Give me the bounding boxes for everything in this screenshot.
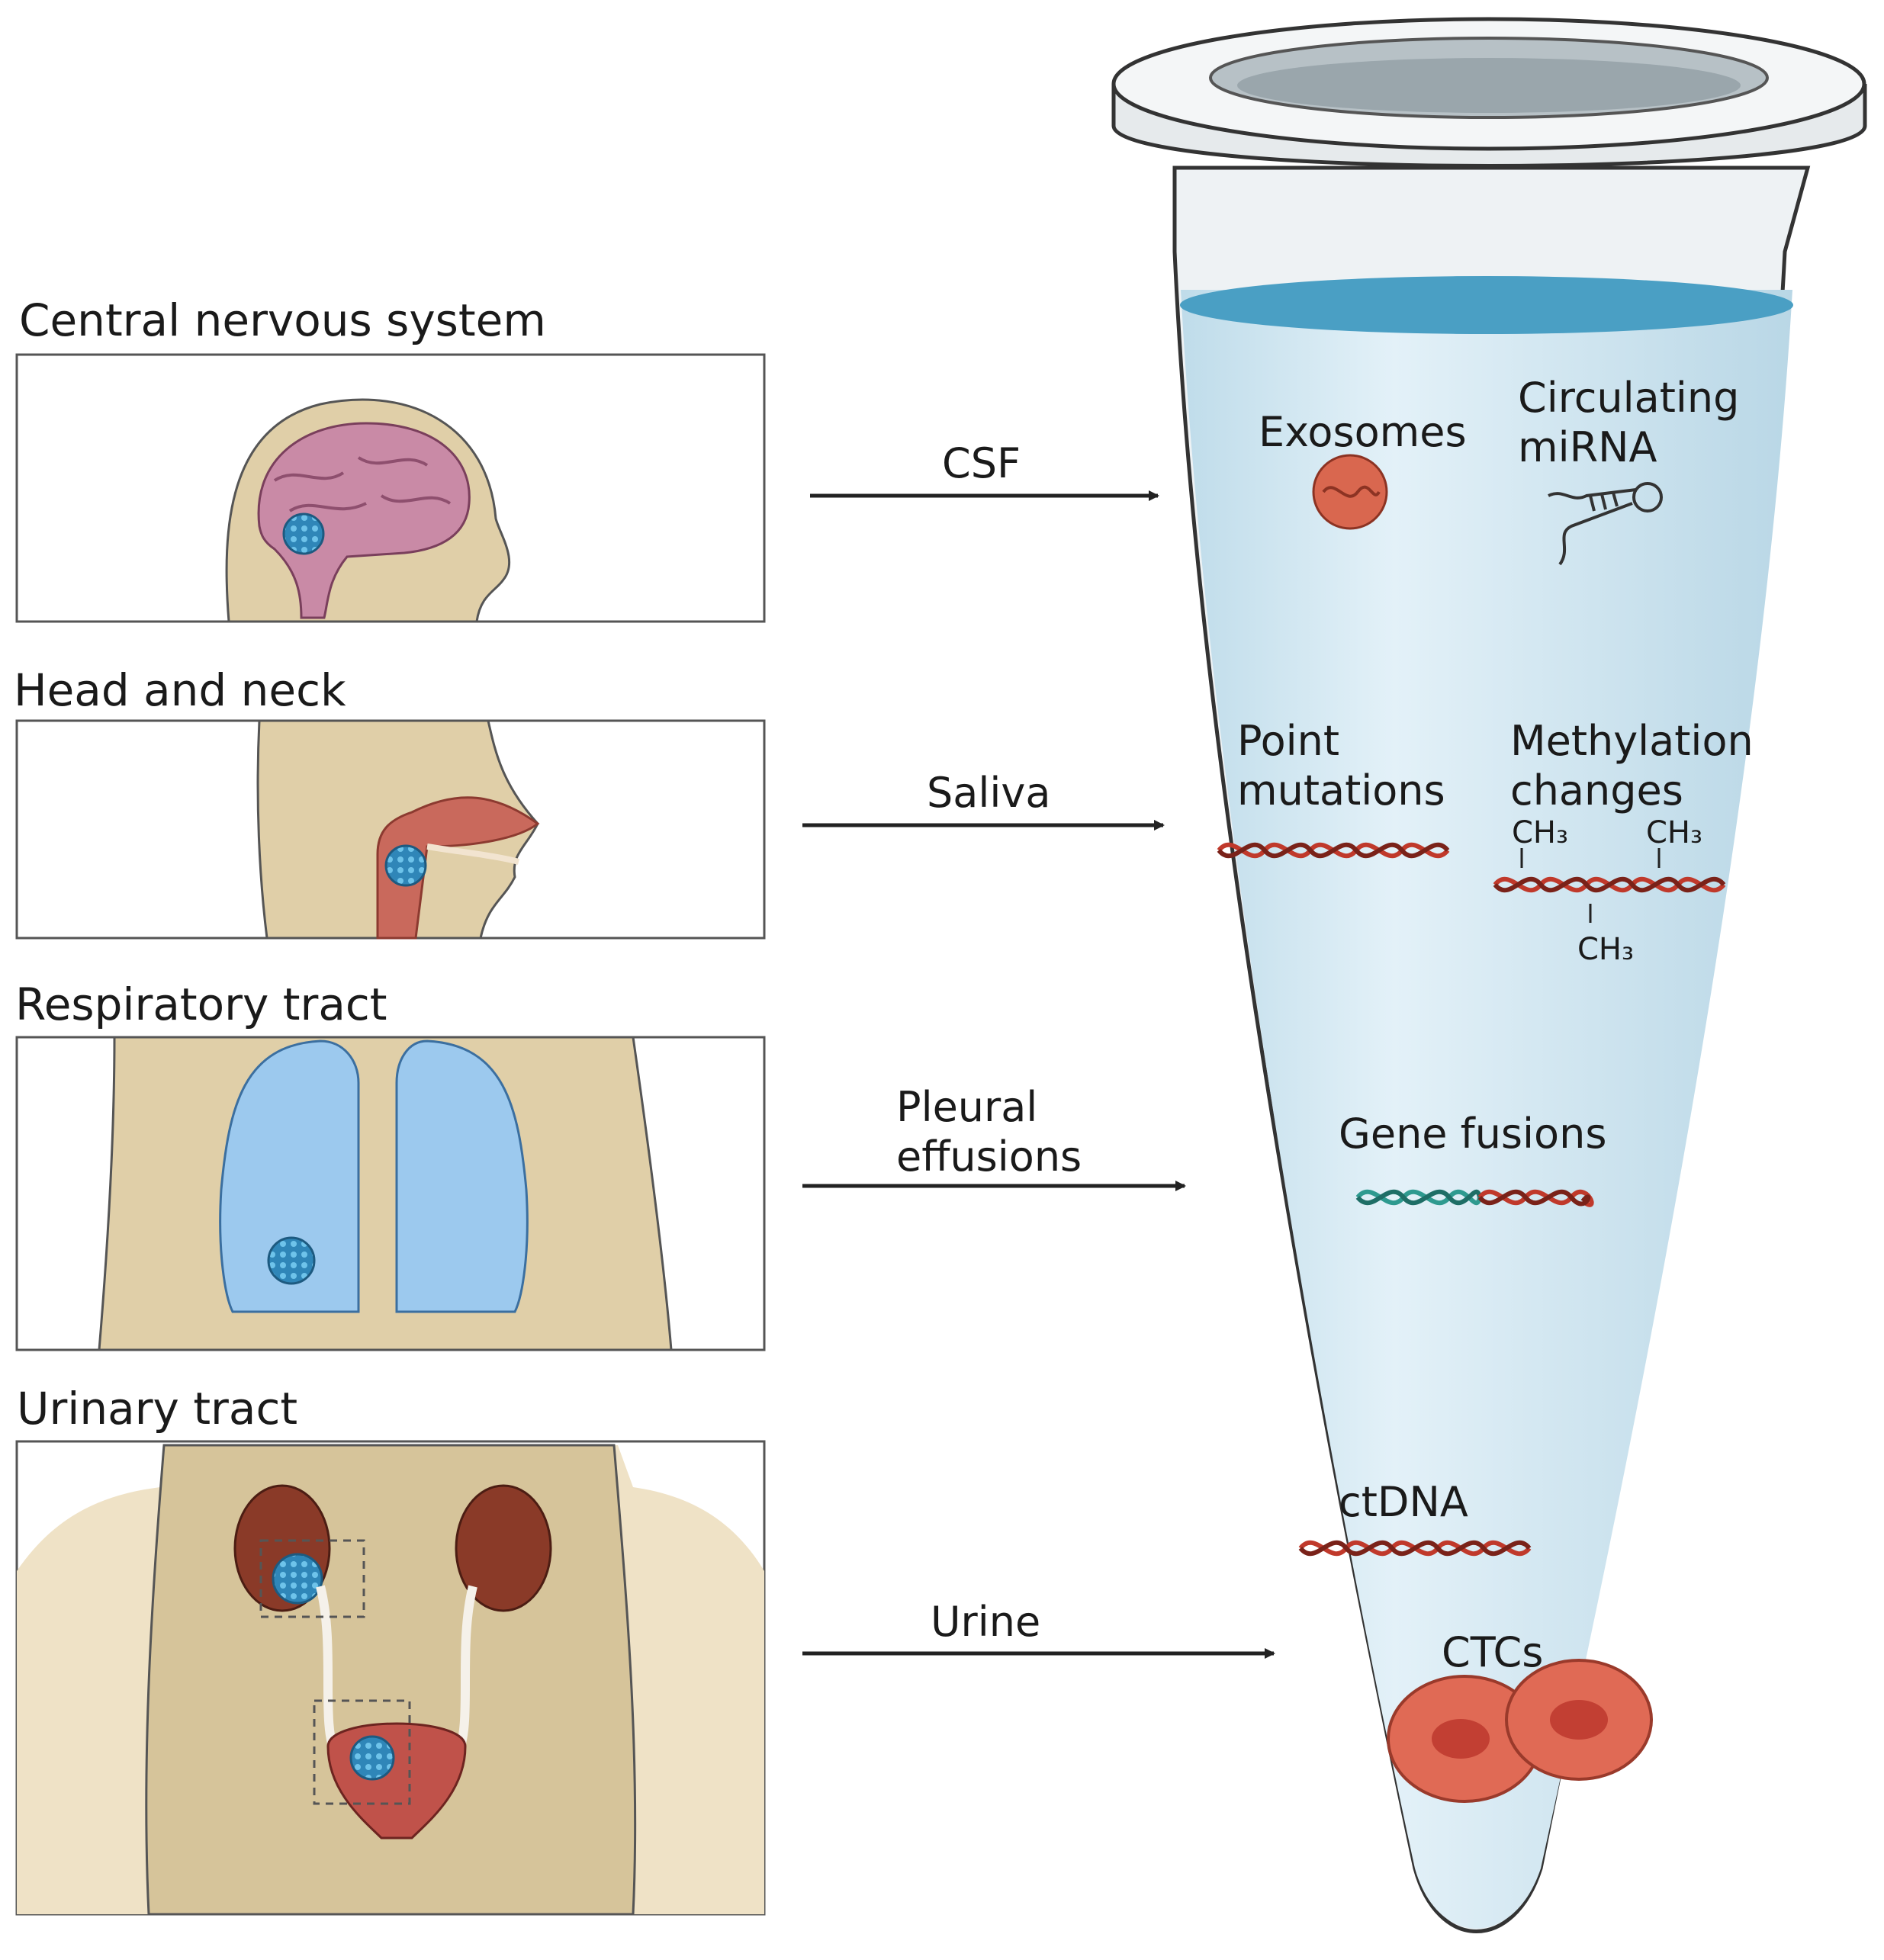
left-lung-icon xyxy=(219,1039,360,1313)
mirna-label-line2: miRNA xyxy=(1518,423,1657,471)
point-mutations-label-line1: Point xyxy=(1237,717,1339,765)
ch3-label-1: CH₃ xyxy=(1512,815,1568,850)
point-mutations-label-line2: mutations xyxy=(1237,766,1445,815)
urinary-heading: Urinary tract xyxy=(17,1383,297,1435)
gene-fusion-dna-icon xyxy=(1355,1189,1594,1207)
throat-tumour-icon xyxy=(384,844,427,887)
ctcs-label: CTCs xyxy=(1442,1628,1543,1676)
saliva-label: Saliva xyxy=(927,769,1050,817)
cns-heading: Central nervous system xyxy=(19,294,546,346)
respiratory-heading: Respiratory tract xyxy=(15,978,387,1030)
right-lung-icon xyxy=(395,1039,529,1313)
csf-label: CSF xyxy=(942,439,1021,487)
methylation-label-line1: Methylation xyxy=(1510,717,1754,765)
methylation-label-line2: changes xyxy=(1510,766,1683,815)
urine-label: Urine xyxy=(931,1598,1040,1646)
ch3-label-3: CH₃ xyxy=(1577,932,1634,967)
mirna-hairpin-icon xyxy=(1548,482,1663,566)
pleural-label-line1: Pleural xyxy=(896,1083,1037,1131)
ch3-label-2: CH₃ xyxy=(1646,815,1702,850)
urinary-panel xyxy=(15,1440,766,1916)
ctc-cells-icon xyxy=(1387,1659,1653,1803)
mirna-label-line1: Circulating xyxy=(1518,374,1739,422)
lung-tumour-icon xyxy=(267,1236,316,1285)
head-neck-heading: Head and neck xyxy=(14,664,346,716)
ctdna-icon xyxy=(1298,1540,1532,1557)
methylation-dna-icon xyxy=(1493,848,1726,923)
pleural-label-line2: effusions xyxy=(896,1133,1082,1181)
head-neck-panel xyxy=(15,719,766,940)
gene-fusions-label: Gene fusions xyxy=(1339,1110,1606,1158)
sample-tube xyxy=(1111,17,1867,1933)
bladder-tumour-icon xyxy=(349,1735,395,1781)
exosomes-label: Exosomes xyxy=(1259,408,1467,456)
right-kidney-icon xyxy=(455,1484,552,1612)
kidney-tumour-icon xyxy=(272,1553,323,1605)
brain-tumour-icon xyxy=(282,512,325,555)
ctdna-label: ctDNA xyxy=(1339,1478,1468,1526)
point-mutation-dna-icon xyxy=(1217,842,1450,859)
cns-panel xyxy=(15,353,766,623)
exosome-icon xyxy=(1312,454,1388,530)
respiratory-panel xyxy=(15,1036,766,1351)
